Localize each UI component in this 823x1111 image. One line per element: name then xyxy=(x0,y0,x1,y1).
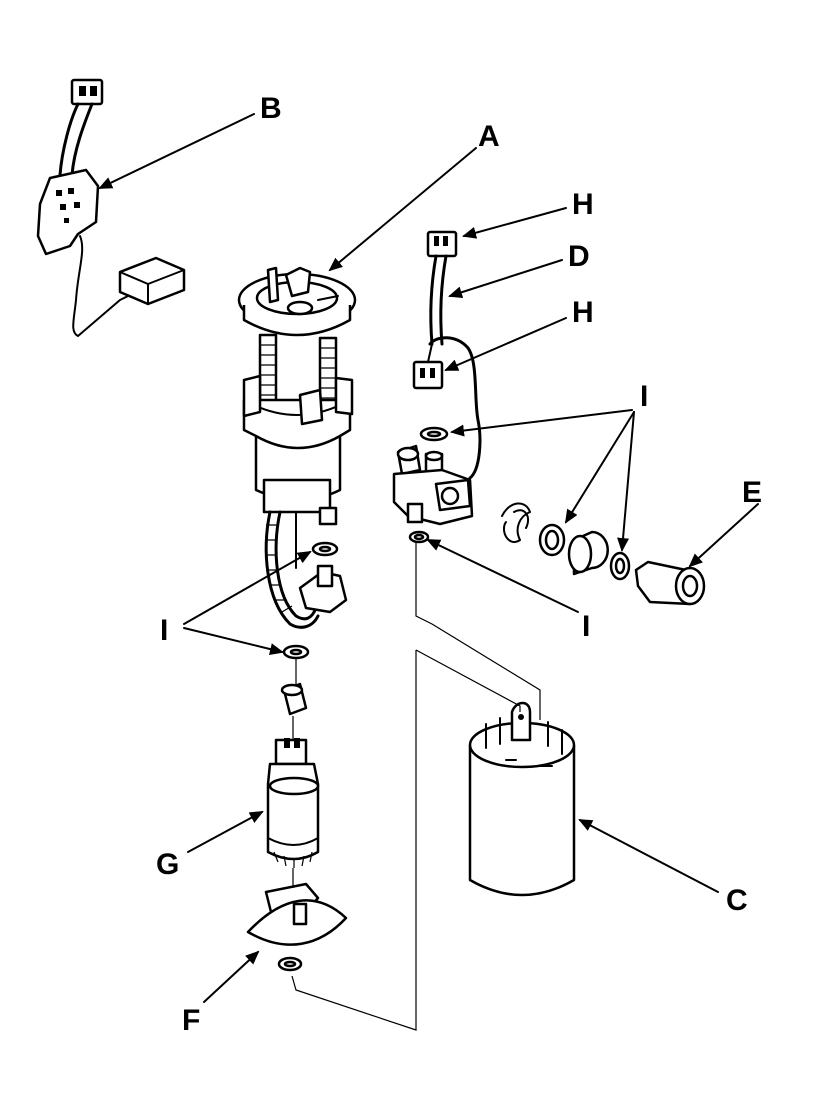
label-g: G xyxy=(156,848,179,881)
leader-b xyxy=(98,113,255,189)
leader-f xyxy=(203,950,260,1003)
label-b: B xyxy=(260,92,282,125)
label-a: A xyxy=(478,120,500,153)
leader-i-left-2 xyxy=(183,627,284,655)
leader-h-bottom xyxy=(444,317,567,371)
leader-i-right-3 xyxy=(617,411,635,552)
harness-d xyxy=(412,230,482,480)
leader-c xyxy=(578,819,719,893)
o-rings-i xyxy=(282,426,449,660)
leader-a xyxy=(328,147,477,272)
pressure-regulator xyxy=(392,444,474,526)
label-h-top: H xyxy=(572,188,594,221)
label-i-right: I xyxy=(640,380,648,413)
leader-g xyxy=(187,811,264,853)
label-d: D xyxy=(568,240,590,273)
fitting-e-set xyxy=(501,502,706,606)
label-h-bottom: H xyxy=(572,296,594,329)
fuel-pump-g xyxy=(266,682,320,868)
label-i-mid: I xyxy=(582,610,590,643)
leader-d xyxy=(448,259,563,299)
leader-i-right-2 xyxy=(564,411,635,524)
leader-lines xyxy=(98,113,759,1003)
label-e: E xyxy=(742,476,762,509)
pump-module-a xyxy=(237,266,357,629)
label-f: F xyxy=(182,1004,200,1037)
assembly-guide-lines xyxy=(291,542,541,1031)
leader-i-right-1 xyxy=(450,409,633,437)
canister-c xyxy=(468,701,576,897)
label-c: C xyxy=(726,884,748,917)
strainer-f xyxy=(246,882,348,972)
label-i-left: I xyxy=(160,614,168,647)
callout-labels: A B H D H I E I I G C F xyxy=(156,92,762,1037)
leader-i-left-1 xyxy=(183,551,312,625)
harness-assembly-b xyxy=(36,78,186,337)
leader-i-mid xyxy=(426,539,579,613)
leader-e xyxy=(688,503,759,568)
leader-h-top xyxy=(462,207,567,239)
